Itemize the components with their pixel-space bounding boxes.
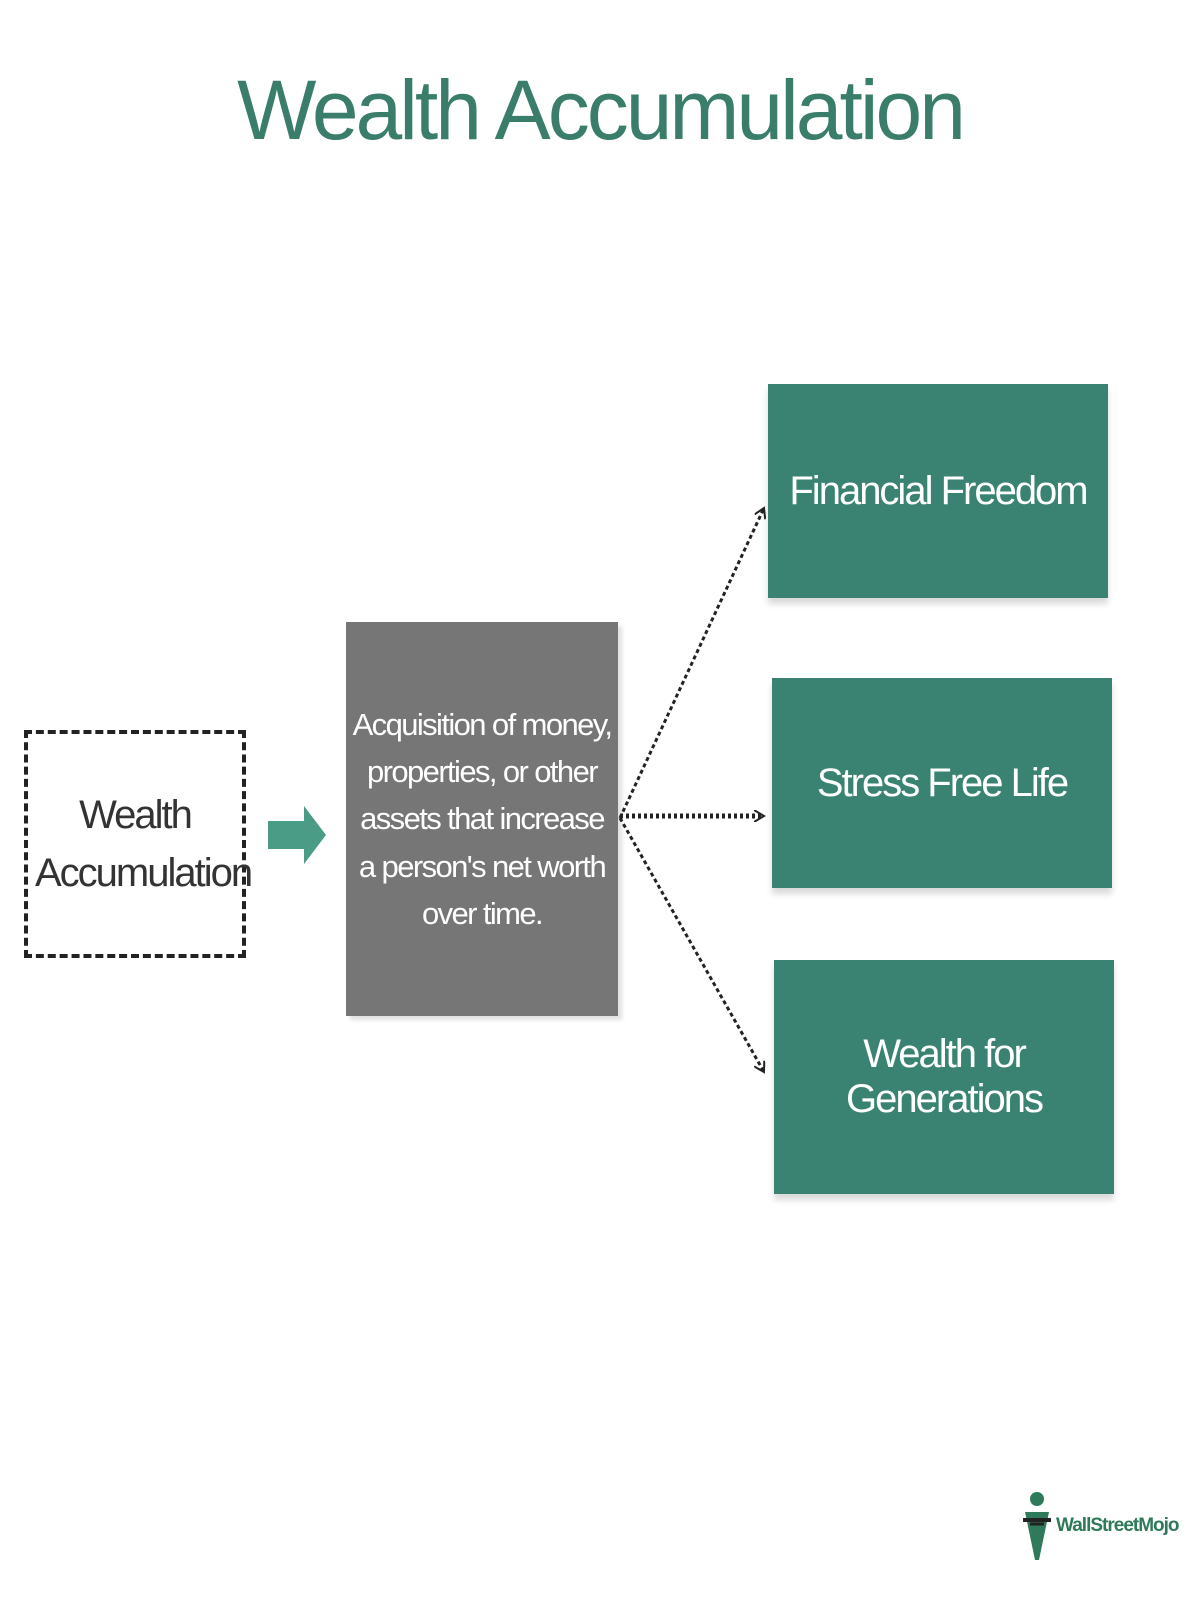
source-node-label: Wealth Accumulation [35, 793, 253, 895]
outcome-financial-freedom: Financial Freedom [768, 384, 1108, 598]
connector-to-wealth-for-generations [618, 817, 766, 1072]
logo-figure-icon [1023, 1492, 1051, 1560]
wallstreetmojo-logo: WallStreetMojo [1020, 1490, 1180, 1562]
outcome-label: Stress Free Life [816, 760, 1069, 805]
diagram-title: Wealth Accumulation [237, 63, 966, 157]
connector-to-financial-freedom [618, 508, 764, 819]
block-arrow-icon [268, 806, 326, 864]
outcome-wealth-for-generations: Wealth for Generations [774, 960, 1114, 1194]
outcome-stress-free-life: Stress Free Life [772, 678, 1112, 888]
logo-text: WallStreetMojo [1056, 1515, 1180, 1536]
definition-text: Acquisition of money, properties, or oth… [352, 707, 613, 931]
outcome-label: Wealth for Generations [846, 1032, 1044, 1121]
source-node: Wealth Accumulation [24, 730, 253, 958]
outcome-label: Financial Freedom [789, 468, 1088, 513]
definition-node: Acquisition of money, properties, or oth… [346, 622, 618, 1016]
